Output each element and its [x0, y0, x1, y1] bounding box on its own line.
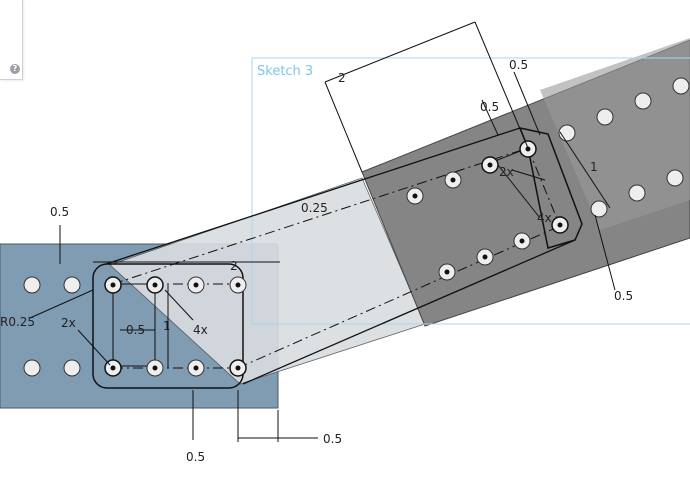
dim-right-2x: 2x	[499, 165, 514, 179]
dim-left-1: 1	[163, 319, 171, 333]
sketch-bounding-box	[251, 57, 690, 325]
dim-bottom-0-5: 0.5	[186, 450, 205, 464]
dim-left-2: 2	[230, 259, 238, 273]
dim-left-2x: 2x	[61, 316, 76, 330]
dimension-lines	[29, 21, 616, 442]
dim-left-radius: R0.25	[0, 315, 35, 329]
dim-top-2: 2	[338, 71, 346, 85]
dim-right-1: 1	[590, 160, 598, 174]
dim-left-top-0-5: 0.5	[50, 205, 69, 219]
dim-right-bottom-0-5: 0.5	[614, 289, 633, 303]
centerline-bottom	[237, 225, 561, 369]
dim-bottom-0-5-right: 0.5	[323, 432, 342, 446]
left-slot-outline	[92, 263, 244, 389]
centerline-top	[112, 147, 529, 285]
sketch-label[interactable]: Sketch 3	[257, 64, 314, 79]
dimension-labels: 2 0.5 0.5 2x 4x 1 0.5 0.25 0.5 2 R0.25 2…	[0, 58, 633, 464]
dim-left-4x: 4x	[193, 323, 208, 337]
dim-top-0-5: 0.5	[509, 58, 528, 72]
slot-edge-top	[105, 127, 521, 265]
dim-left-inner-0-5: 0.5	[126, 323, 145, 337]
slot-edge-bottom	[242, 239, 576, 385]
right-centerline	[527, 147, 561, 227]
dim-inner-0-5: 0.5	[480, 100, 499, 114]
dim-mid-0-25: 0.25	[301, 201, 328, 215]
left-plate-holes	[23, 276, 247, 377]
help-icon[interactable]: ?	[10, 64, 20, 74]
right-plate-holes	[406, 77, 690, 281]
side-panel-corner: ?	[0, 0, 23, 80]
right-plate-far	[540, 38, 690, 230]
dim-right-4x: 4x	[537, 211, 552, 225]
